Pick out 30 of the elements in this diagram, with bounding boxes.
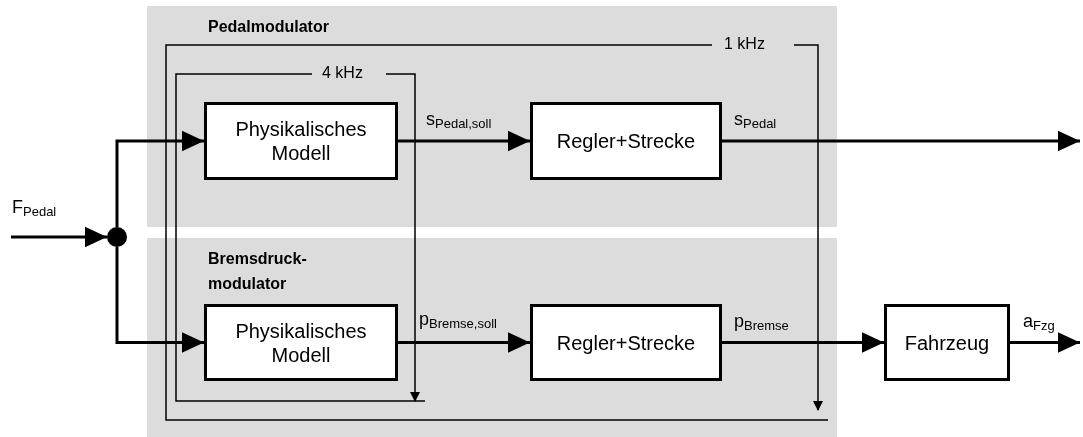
- module-panel: [147, 6, 837, 227]
- signal-arrow: [398, 332, 530, 353]
- block-label: Physikalisches Modell: [234, 117, 368, 165]
- signal-arrow: [722, 332, 884, 353]
- signal-label: s$_{Pedal}$: [734, 108, 777, 130]
- rate-label: 1 kHz: [724, 34, 765, 54]
- signal-arrow: [115, 130, 204, 227]
- block-label: Regler+Strecke: [556, 129, 696, 153]
- rate-label: 4 kHz: [322, 63, 363, 83]
- signal-label: a$_{Fzg}$: [1023, 310, 1055, 332]
- signal-label: p$_{Bremse}$: [734, 310, 789, 332]
- block-box: [204, 102, 398, 180]
- signal-arrow: [115, 247, 204, 353]
- signal-arrow: [1010, 332, 1080, 353]
- signal-label: F$_{Pedal}$: [12, 196, 57, 218]
- block-box: [204, 304, 398, 381]
- signal-label: p$_{Bremse,soll}$: [419, 308, 497, 330]
- module-panel: [147, 238, 837, 437]
- block-label: Physikalisches Modell: [234, 318, 368, 367]
- block-box: [884, 304, 1010, 381]
- signal-arrow: [11, 226, 107, 248]
- panel-title: Bremsdruck- modulator: [208, 249, 308, 294]
- block-box: [530, 102, 722, 180]
- signal-arrow: [398, 130, 530, 152]
- panel-title: Pedalmodulator: [208, 17, 330, 37]
- block-box: [530, 304, 722, 381]
- signal-arrow: [722, 130, 1080, 152]
- block-label: Regler+Strecke: [556, 330, 696, 355]
- signal-label: s$_{Pedal,soll}$: [426, 108, 492, 130]
- block-label: Fahrzeug: [904, 330, 990, 355]
